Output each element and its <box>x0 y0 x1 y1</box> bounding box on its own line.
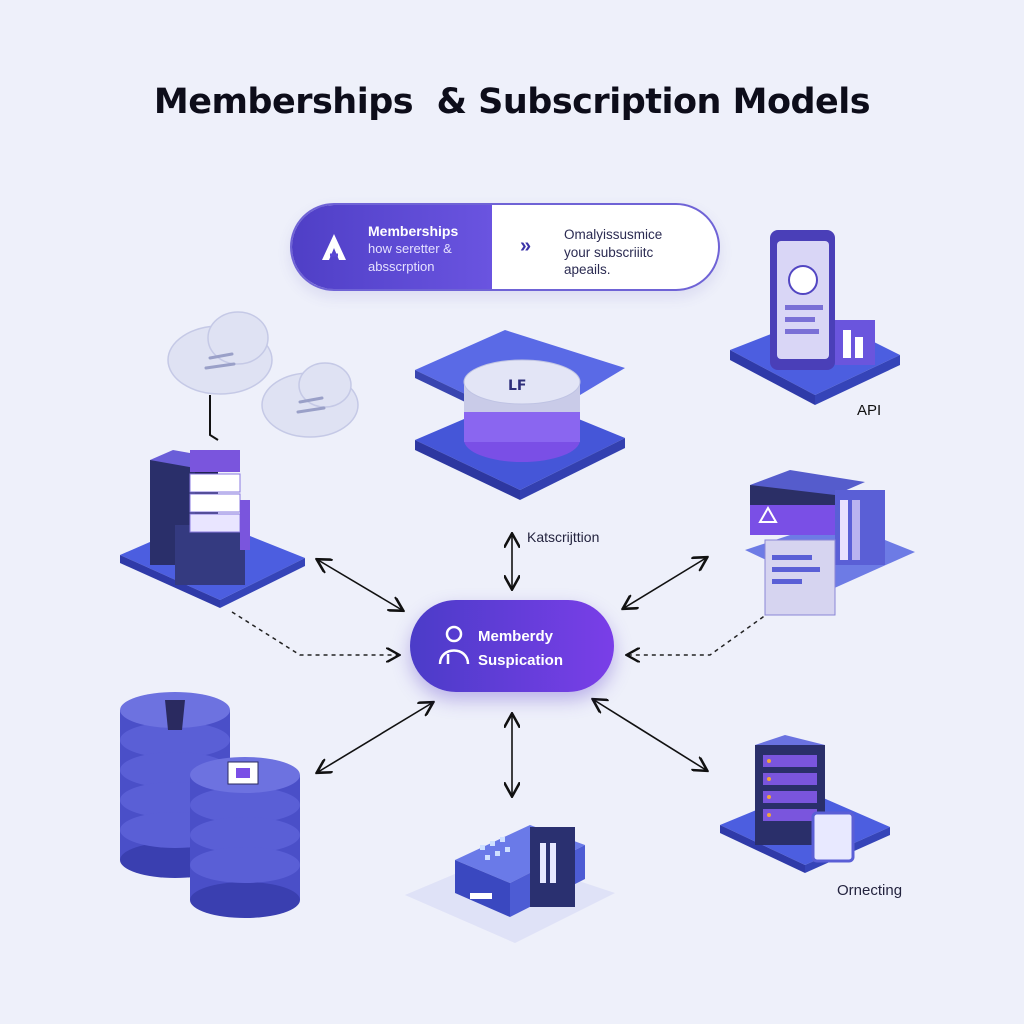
phone-icon <box>725 225 905 420</box>
cloud-icon <box>160 300 370 450</box>
dashed-link-left <box>232 612 398 655</box>
hub-label-line-2: Suspication <box>478 652 563 669</box>
server-icon <box>715 735 895 875</box>
arrow-upper-left <box>318 560 402 610</box>
label-subscription: Katscrijttion <box>527 529 599 545</box>
subscription-platform: LF <box>410 330 630 520</box>
person-icon <box>434 624 476 670</box>
router-icon <box>400 815 620 945</box>
svg-text:LF: LF <box>508 378 526 394</box>
printer-icon <box>740 470 920 630</box>
hub-label-line-1: Memberdy <box>478 628 553 645</box>
arrow-lower-right <box>594 700 706 770</box>
arrow-upper-right <box>624 558 706 608</box>
arrow-lower-left <box>318 703 432 772</box>
server-stack-left <box>115 440 310 605</box>
label-connecting: Ornecting <box>837 882 902 899</box>
database-icon <box>110 690 310 920</box>
label-api: API <box>857 402 881 419</box>
membership-hub: Memberdy Suspication <box>410 600 614 692</box>
